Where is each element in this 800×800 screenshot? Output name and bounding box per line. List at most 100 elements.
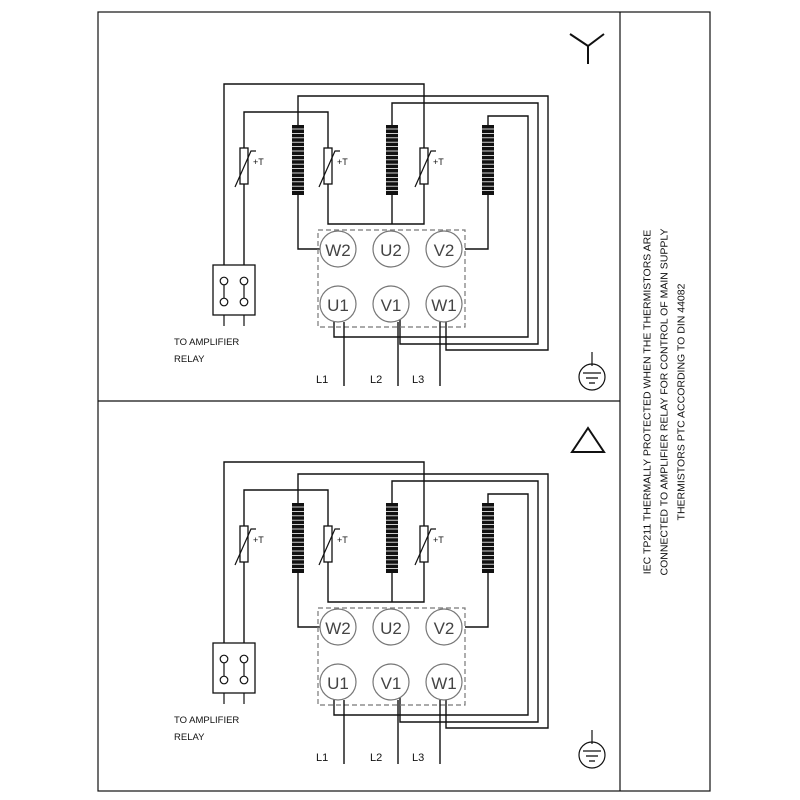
thermistor-2: +T xyxy=(318,525,348,566)
supply-label-l2: L2 xyxy=(370,374,382,386)
relay-label-line-1: TO AMPLIFIER xyxy=(174,337,239,348)
w2-wire xyxy=(297,573,320,628)
relay-pin xyxy=(219,297,229,307)
relay-label-line-1: TO AMPLIFIER xyxy=(174,715,239,726)
u1-return-wire xyxy=(333,493,529,716)
terminal-label: W1 xyxy=(431,674,457,693)
thermistor-link-2 xyxy=(327,184,425,225)
relay-pin xyxy=(239,654,249,664)
terminal-w2 xyxy=(319,230,357,268)
terminal-u1 xyxy=(319,285,357,323)
supply-label-l1: L1 xyxy=(316,752,328,764)
winding-coil-2 xyxy=(386,503,398,573)
terminal-label: W2 xyxy=(325,619,351,638)
thermistor-slash xyxy=(318,150,340,188)
thermistor-slash xyxy=(234,528,256,566)
v2-wire xyxy=(465,573,489,628)
winding-coil-1 xyxy=(292,125,304,195)
terminal-label: V1 xyxy=(381,674,402,693)
thermistor-2: +T xyxy=(318,147,348,188)
thermistor-label: +T xyxy=(433,157,444,167)
thermistor-slash xyxy=(414,528,436,566)
thermistor-label: +T xyxy=(337,157,348,167)
thermistor-label: +T xyxy=(253,535,264,545)
relay-pin xyxy=(239,297,249,307)
w2-wire xyxy=(297,195,320,250)
thermistor-label: +T xyxy=(433,535,444,545)
terminal-w2 xyxy=(319,608,357,646)
thermistor-link-1 xyxy=(243,111,329,148)
ground-ring xyxy=(578,741,606,769)
note-line-1: IEC TP211 THERMALLY PROTECTED WHEN THE T… xyxy=(641,229,654,575)
terminal-label: V2 xyxy=(434,619,455,638)
thermistor-slash xyxy=(234,150,256,188)
terminal-label: V2 xyxy=(434,241,455,260)
winding-coil-3 xyxy=(482,125,494,195)
relay-body xyxy=(212,642,256,694)
terminal-label: W2 xyxy=(325,241,351,260)
terminal-v1 xyxy=(372,663,410,701)
winding-coil-1 xyxy=(292,503,304,573)
terminal-u1 xyxy=(319,663,357,701)
relay-pin xyxy=(239,276,249,286)
v1-return-wire xyxy=(391,102,539,345)
terminal-w1 xyxy=(425,285,463,323)
note-line-3: THERMISTORS PTC ACCORDING TO DIN 44082 xyxy=(675,283,688,521)
terminal-label: W1 xyxy=(431,296,457,315)
thermistor-slash xyxy=(414,150,436,188)
amplifier-relay-connector xyxy=(212,642,256,704)
terminal-v2 xyxy=(425,230,463,268)
relay-pin xyxy=(219,654,229,664)
terminal-label: U2 xyxy=(380,241,402,260)
v2-wire xyxy=(465,195,489,250)
ground-icon xyxy=(578,730,606,769)
supply-label-l3: L3 xyxy=(412,374,424,386)
delta-symbol xyxy=(570,426,606,453)
terminal-w1 xyxy=(425,663,463,701)
terminal-v2 xyxy=(425,608,463,646)
thermistor-link-2 xyxy=(327,562,425,603)
star-symbol xyxy=(569,33,605,64)
v1-return-wire xyxy=(391,480,539,723)
supply-label-l1: L1 xyxy=(316,374,328,386)
delta-triangle xyxy=(570,426,606,453)
star-arm xyxy=(569,33,605,48)
terminal-u2 xyxy=(372,608,410,646)
thermistor-link-1 xyxy=(243,489,329,526)
relay-label-line-2: RELAY xyxy=(174,732,205,743)
ground-ring xyxy=(578,363,606,391)
protection-note: IEC TP211 THERMALLY PROTECTED WHEN THE T… xyxy=(620,12,710,792)
thermistor-1: +T xyxy=(234,147,264,188)
relay-pin xyxy=(219,675,229,685)
terminal-label: U1 xyxy=(327,296,349,315)
supply-label-l3: L3 xyxy=(412,752,424,764)
terminal-box xyxy=(317,607,466,706)
thermistor-1: +T xyxy=(234,525,264,566)
winding-coil-2 xyxy=(386,125,398,195)
supply-label-l2: L2 xyxy=(370,752,382,764)
note-line-2: CONNECTED TO AMPLIFIER RELAY FOR CONTROL… xyxy=(658,228,671,576)
amplifier-relay-connector xyxy=(212,264,256,326)
thermistor-label: +T xyxy=(253,157,264,167)
relay-pin xyxy=(219,276,229,286)
relay-pin xyxy=(239,675,249,685)
terminal-label: U1 xyxy=(327,674,349,693)
thermistor-label: +T xyxy=(337,535,348,545)
relay-wire-1 xyxy=(223,83,425,265)
thermistor-3: +T xyxy=(414,525,444,566)
terminal-u2 xyxy=(372,230,410,268)
terminal-label: V1 xyxy=(381,296,402,315)
thermistor-slash xyxy=(318,528,340,566)
u1-return-wire xyxy=(333,115,529,338)
relay-wire-1 xyxy=(223,461,425,643)
terminal-label: U2 xyxy=(380,619,402,638)
relay-label-line-2: RELAY xyxy=(174,354,205,365)
thermistor-3: +T xyxy=(414,147,444,188)
winding-coil-3 xyxy=(482,503,494,573)
ground-icon xyxy=(578,352,606,391)
terminal-box xyxy=(317,229,466,328)
relay-body xyxy=(212,264,256,316)
